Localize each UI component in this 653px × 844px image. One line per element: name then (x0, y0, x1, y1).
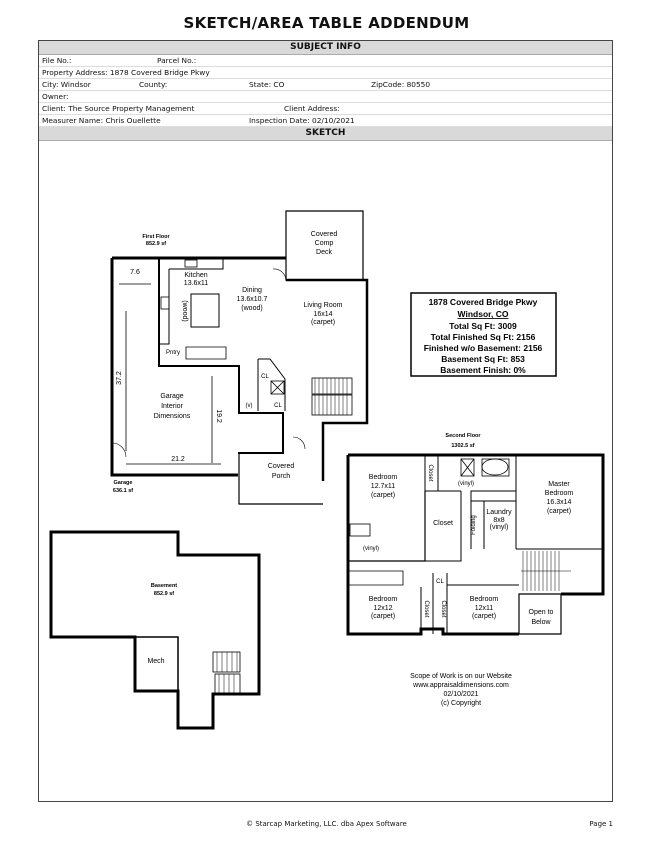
garage-area: 636.1 sf (113, 488, 133, 494)
master-floor: (carpet) (547, 508, 571, 515)
garage-interior-3: Dimensions (154, 413, 191, 420)
pantry-label: Pntry (166, 350, 180, 356)
dining-floor: (wood) (241, 305, 262, 312)
cl-label-2: CL (274, 403, 282, 409)
footer-copyright: © Starcap Marketing, LLC. dba Apex Softw… (246, 820, 407, 828)
measurer: Measurer Name: Chris Ouellette (42, 116, 161, 125)
porch-label-2: Porch (272, 473, 290, 480)
owner: Owner: (42, 92, 69, 101)
cl-second-label: CL (436, 579, 444, 585)
deck-label-3: Deck (316, 249, 332, 256)
zipcode: ZipCode: 80550 (371, 80, 431, 89)
living-floor: (carpet) (311, 319, 335, 326)
addendum-frame: SUBJECT INFO File No.: Parcel No.: Prope… (38, 40, 613, 802)
deck-label-2: Comp (315, 240, 334, 247)
living-dim: 16x14 (313, 311, 332, 318)
dim-depth: 19.2 (215, 409, 222, 423)
closet-label-top: Closet (427, 464, 433, 481)
garage-interior-1: Garage (160, 393, 183, 400)
note-copyright: (c) Copyright (441, 700, 481, 707)
client-address: Client Address: (284, 104, 340, 113)
bedroom1-dim: 12.7x11 (371, 483, 395, 490)
city: City: Windsor (42, 80, 91, 89)
vinyl-bath-label: (vinyl) (363, 546, 379, 552)
second-floor-label: Second Floor (445, 433, 481, 439)
bedroom2-floor: (carpet) (371, 613, 395, 620)
address-row: Property Address: 1878 Covered Bridge Pk… (39, 67, 612, 79)
master-dim: 16.3x14 (547, 499, 572, 506)
bedroom1-floor: (carpet) (371, 492, 395, 499)
kitchen-dim: 13.6x11 (184, 280, 208, 287)
bedroom3-floor: (carpet) (472, 613, 496, 620)
note-date: 02/10/2021 (443, 691, 478, 698)
state: State: CO (249, 80, 285, 89)
summary-city: Windsor, CO (458, 309, 509, 319)
property-address: Property Address: 1878 Covered Bridge Pk… (42, 68, 210, 77)
first-floor-label: First Floor (142, 234, 170, 240)
kitchen-floor: (wood) (181, 300, 188, 321)
page-number: Page 1 (589, 820, 613, 828)
second-floor-area: 1302.5 sf (451, 443, 474, 449)
closet-mid-label: Closet (433, 520, 453, 527)
summary-finished: Total Finished Sq Ft: 2156 (431, 332, 536, 342)
county: County: (139, 80, 168, 89)
cl-label-1: CL (261, 374, 269, 380)
master-label-2: Bedroom (545, 490, 574, 497)
closet-b-label: Closet (440, 600, 446, 617)
bedroom3-label: Bedroom (470, 596, 499, 603)
summary-address: 1878 Covered Bridge Pkwy (429, 297, 538, 307)
living-label: Living Room (304, 302, 343, 309)
v-label: (v) (246, 403, 253, 409)
laundry-label: Laundry (486, 509, 512, 516)
parcel-no: Parcel No.: (157, 56, 197, 65)
bedroom3-dim: 12x11 (475, 605, 494, 612)
summary-basement-finish: Basement Finish: 0% (440, 365, 526, 375)
porch-label-1: Covered (268, 463, 295, 470)
basement-label: Basement (151, 583, 177, 589)
subject-info-header: SUBJECT INFO (39, 41, 612, 55)
bedroom1-label: Bedroom (369, 474, 398, 481)
bedroom2-label: Bedroom (369, 596, 398, 603)
kitchen-label: Kitchen (184, 272, 207, 279)
page-title: SKETCH/AREA TABLE ADDENDUM (183, 14, 470, 32)
folding-label: Folding (471, 515, 477, 535)
laundry-dim: 8x8 (493, 517, 504, 524)
laundry-floor: (vinyl) (490, 524, 509, 531)
mech-label: Mech (147, 658, 164, 665)
master-label-1: Master (548, 481, 570, 488)
client-row: Client: The Source Property Management C… (39, 103, 612, 115)
dining-dim: 13.6x10.7 (237, 296, 268, 303)
garage-label: Garage (114, 480, 133, 486)
city-row: City: Windsor County: State: CO ZipCode:… (39, 79, 612, 91)
basement-area: 852.9 sf (154, 591, 174, 597)
open-below-2: Below (531, 619, 551, 626)
note-website: www.appraisaldimensions.com (412, 682, 509, 689)
measurer-row: Measurer Name: Chris Ouellette Inspectio… (39, 115, 612, 127)
bedroom2-dim: 12x12 (373, 605, 392, 612)
summary-finished-wo-basement: Finished w/o Basement: 2156 (424, 343, 543, 353)
note-scope: Scope of Work is on our Website (410, 673, 512, 680)
closet-a-label: Closet (423, 600, 429, 617)
client: Client: The Source Property Management (42, 104, 195, 113)
first-floor-area: 852.9 sf (146, 241, 166, 247)
floor-plan-sketch: First Floor 852.9 sf 7.6 Kitchen 13.6x11… (49, 210, 605, 730)
sketch-header: SKETCH (39, 127, 612, 141)
summary-total: Total Sq Ft: 3009 (449, 321, 517, 331)
open-below-1: Open to (529, 609, 554, 616)
dim-side: 37.2 (116, 371, 123, 385)
owner-row: Owner: (39, 91, 612, 103)
garage-interior-2: Interior (161, 403, 183, 410)
file-no: File No.: (42, 56, 72, 65)
summary-basement-sqft: Basement Sq Ft: 853 (441, 354, 525, 364)
dining-label: Dining (242, 287, 262, 294)
vinyl-top-label: (vinyl) (458, 481, 474, 487)
file-row: File No.: Parcel No.: (39, 55, 612, 67)
dim-width: 21.2 (171, 456, 185, 463)
deck-label-1: Covered (311, 231, 338, 238)
inspection-date: Inspection Date: 02/10/2021 (249, 116, 355, 125)
dim-top: 7.6 (130, 269, 140, 276)
